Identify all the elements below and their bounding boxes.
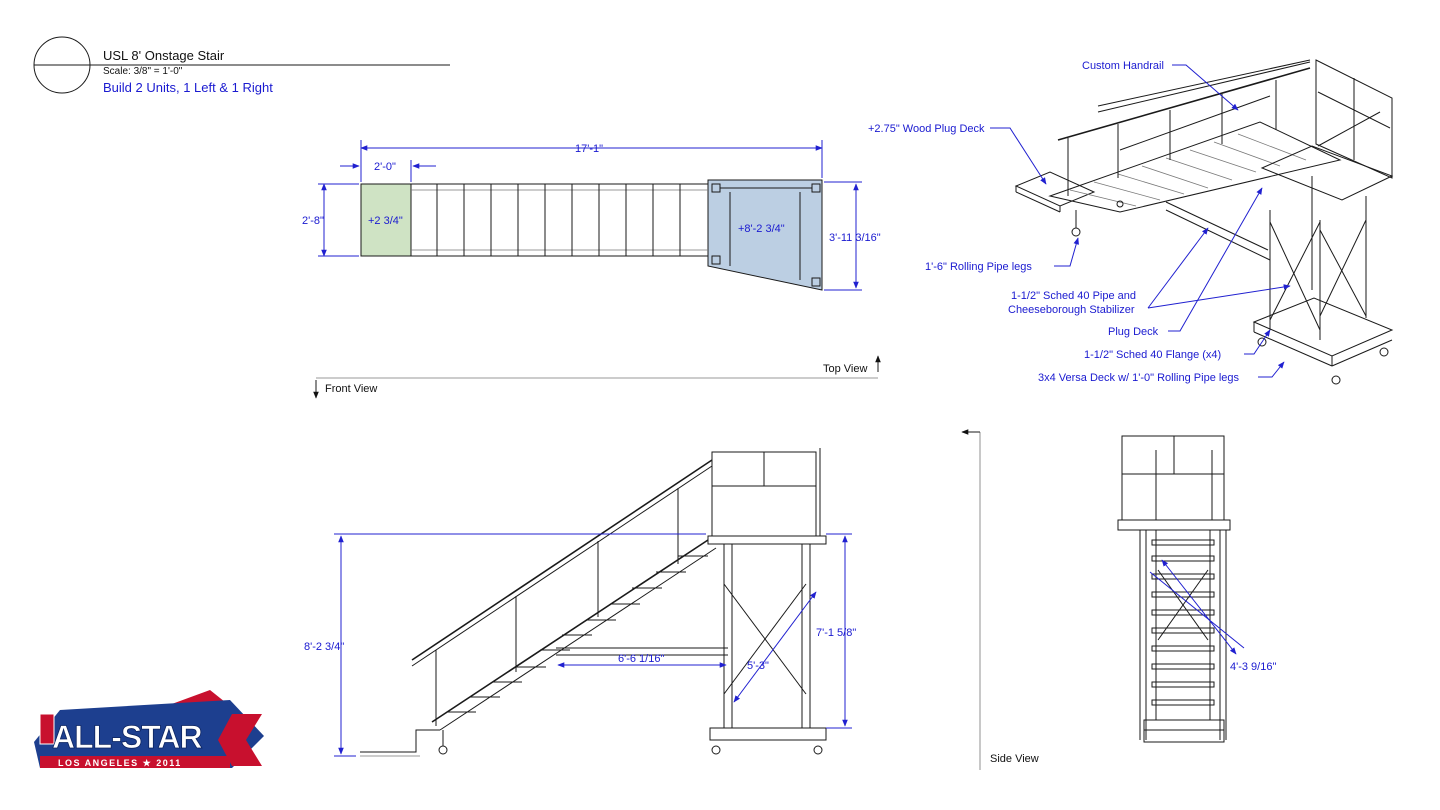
dim-first-step: 2'-0" (374, 161, 396, 173)
dim-side-diagonal: 4'-3 9/16" (1230, 661, 1276, 673)
front-view: 8'-2 3/4" 6'-6 1/16" 5'-3" 7'-1 5/8" (304, 448, 856, 757)
dim-overall-length: 17'-1" (575, 143, 603, 155)
iso-platform-legs (1165, 176, 1367, 340)
side-treads (1151, 539, 1215, 706)
front-view-label: Front View (325, 383, 377, 395)
top-view: 17'-1" 2'-0" 2'-8" +2 3/4" +8'-2 3/4" 3'… (302, 140, 881, 399)
iso-stair-deck (1048, 121, 1342, 213)
top-treads (436, 184, 681, 256)
side-view-marker: Side View (961, 429, 1039, 770)
logo-main-text: ALL-STAR (52, 719, 202, 755)
iso-treads (1069, 133, 1307, 207)
platform-fill (707, 179, 823, 291)
platform-height-label: +8'-2 3/4" (738, 223, 785, 235)
iso-versa-deck (1252, 297, 1394, 357)
title-block: USL 8' Onstage Stair Scale: 3/8" = 1'-0"… (33, 36, 450, 95)
dim-front-height: 8'-2 3/4" (304, 641, 344, 653)
iso-view (1014, 59, 1394, 385)
callout-versa-deck: 3x4 Versa Deck w/ 1'-0" Rolling Pipe leg… (1038, 372, 1240, 384)
callout-flange: 1-1/2" Sched 40 Flange (x4) (1084, 349, 1221, 361)
front-platform-legs (709, 544, 827, 755)
iso-handrail-top (1057, 67, 1311, 141)
top-view-label: Top View (823, 363, 867, 375)
logo-nba-mark (39, 713, 55, 745)
landing-height-label: +2 3/4" (368, 215, 403, 227)
callout-custom-handrail: Custom Handrail (1082, 60, 1164, 72)
front-handrail (411, 459, 713, 661)
callout-pipe-stabilizer-1: 1-1/2" Sched 40 Pipe and (1011, 290, 1136, 302)
side-view: 4'-3 9/16" (1117, 435, 1276, 743)
callout-rolling-pipe-legs: 1'-6" Rolling Pipe legs (925, 261, 1032, 273)
callout-plug-deck: Plug Deck (1108, 326, 1159, 338)
dim-width: 2'-8" (302, 215, 324, 227)
side-view-label: Side View (990, 753, 1039, 765)
front-treads (448, 555, 708, 713)
landing-step-fill (360, 183, 412, 257)
top-dimensions: 17'-1" 2'-0" 2'-8" +2 3/4" +8'-2 3/4" 3'… (302, 140, 881, 291)
dim-platform-width: 3'-11 3/16" (829, 232, 881, 244)
dim-brace: 5'-3" (747, 660, 769, 672)
side-platform-rail (1121, 435, 1225, 521)
build-note: Build 2 Units, 1 Left & 1 Right (103, 80, 273, 95)
front-stringer (431, 539, 709, 723)
drawing-title: USL 8' Onstage Stair (103, 48, 225, 63)
all-star-logo: ALL-STAR LOS ANGELES ★ 2011 (34, 690, 264, 768)
iso-callouts: Custom Handrail +2.75" Wood Plug Deck 1'… (868, 60, 1291, 384)
iso-wheels (1071, 200, 1389, 385)
dim-run: 6'-6 1/16" (618, 653, 664, 665)
logo-sub-text: LOS ANGELES ★ 2011 (58, 758, 182, 768)
drawing-scale: Scale: 3/8" = 1'-0" (103, 66, 183, 77)
dim-leg-height: 7'-1 5/8" (816, 627, 856, 639)
callout-wood-plug-deck: +2.75" Wood Plug Deck (868, 123, 985, 135)
callout-pipe-stabilizer-2: Cheeseborough Stabilizer (1008, 304, 1135, 316)
front-dimensions: 8'-2 3/4" 6'-6 1/16" 5'-3" 7'-1 5/8" (304, 533, 856, 757)
iso-plug-deck (1014, 171, 1096, 207)
